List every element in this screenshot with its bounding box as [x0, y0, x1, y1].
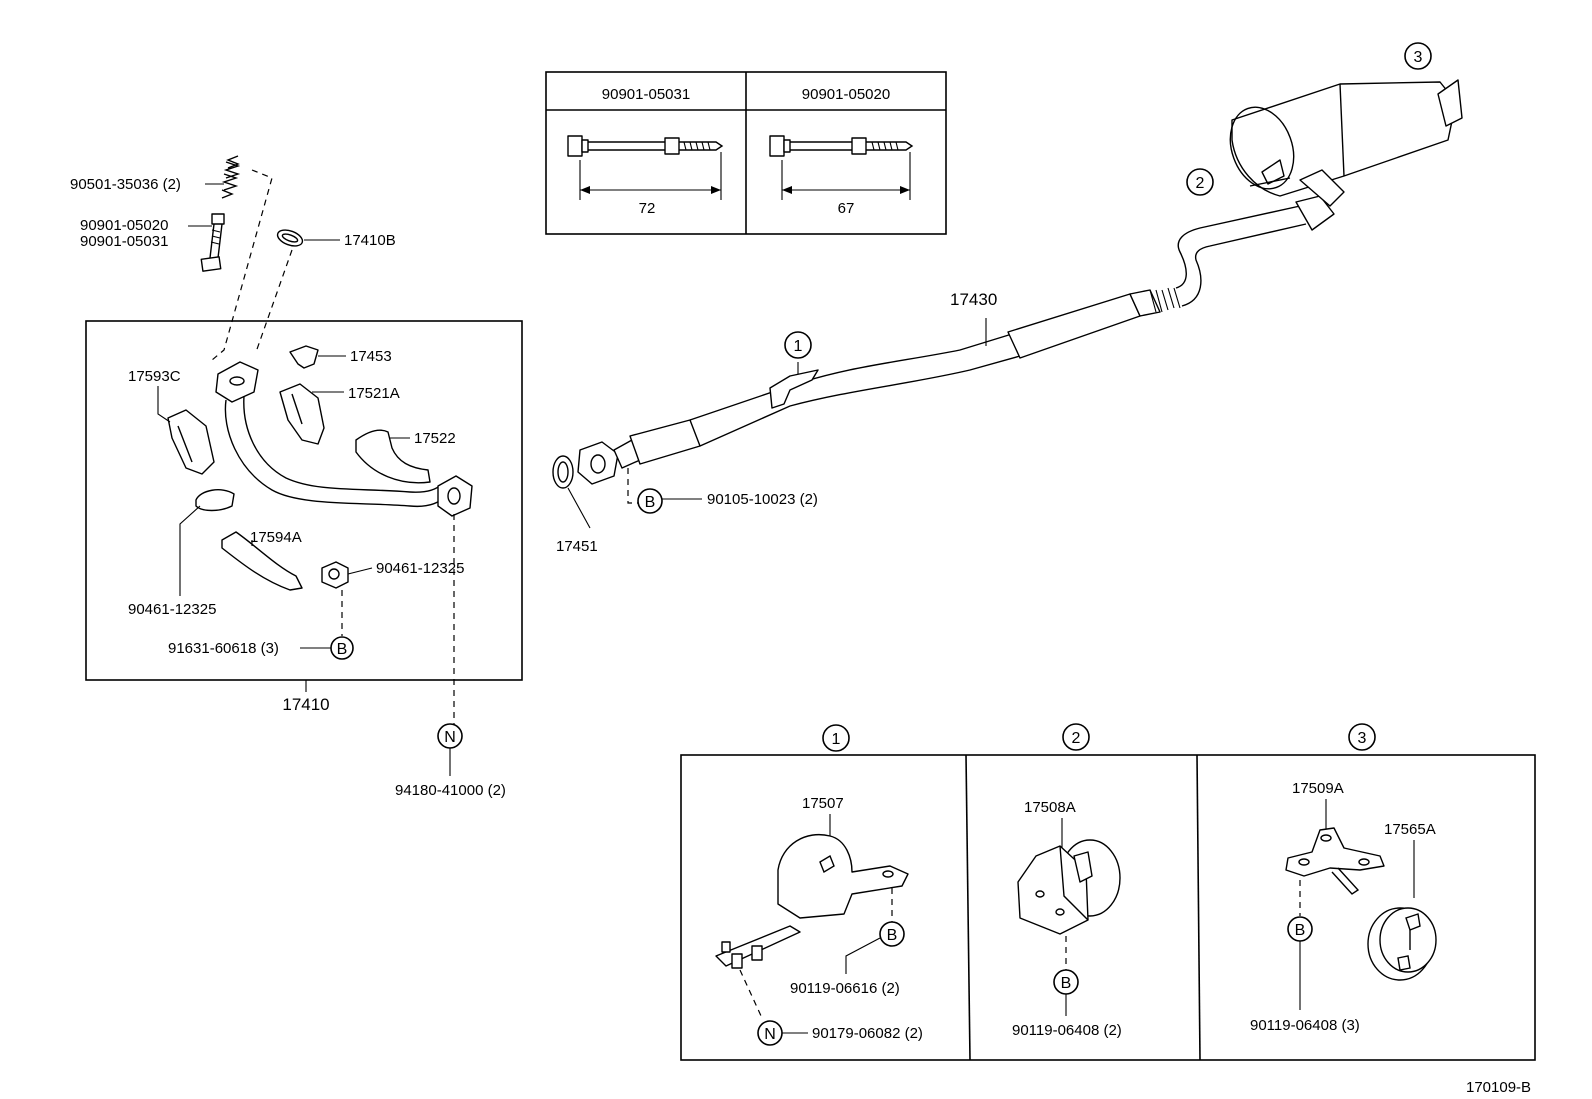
marker-2-pipe-text: 2 [1196, 175, 1205, 192]
marker-1-pipe-text: 1 [794, 338, 803, 355]
bracket-17509a [1285, 799, 1385, 916]
marker-2-pipe [1186, 168, 1214, 196]
bolt-67-length: 67 [838, 200, 855, 217]
label-17430: 17430 [950, 290, 997, 309]
table-bolt-left-part: 90901-05031 [602, 86, 690, 103]
marker-1-detail [822, 724, 850, 752]
front-exhaust-pipe [215, 361, 473, 517]
marker-n-90179-text: N [764, 1026, 776, 1043]
marker-b-90119-06408-3-text: B [1295, 922, 1306, 939]
clamp-90461-left [179, 489, 235, 596]
diagram-code: 170109-B [1466, 1079, 1531, 1096]
hanger-detail-box [680, 754, 1536, 1061]
marker-2-detail-text: 2 [1072, 730, 1081, 747]
label-90461-12325-right: 90461-12325 [376, 560, 464, 577]
label-90501-35036: 90501-35036 (2) [70, 176, 181, 193]
tail-muffler [1229, 79, 1463, 207]
bolt-67-drawing [769, 135, 914, 200]
label-90461-12325-left: 90461-12325 [128, 601, 216, 618]
heat-insulator-17593c [157, 386, 215, 475]
gasket-17410b [255, 229, 340, 353]
heat-insulator-17522 [355, 429, 431, 484]
label-94180-41000: 94180-41000 (2) [395, 782, 506, 799]
label-90119-06408-3: 90119-06408 (3) [1250, 1017, 1360, 1034]
marker-b-90119-06616 [879, 921, 905, 947]
label-17522: 17522 [414, 430, 456, 447]
label-17410: 17410 [282, 695, 329, 714]
marker-3-muffler [1404, 42, 1432, 70]
label-90179-06082: 90179-06082 (2) [812, 1025, 923, 1042]
label-17451: 17451 [556, 538, 598, 555]
bolt-72-drawing [567, 135, 724, 200]
hanger-17508a [1017, 818, 1121, 970]
marker-n-94180-text: N [444, 729, 456, 746]
marker-3-detail-text: 3 [1358, 730, 1367, 747]
marker-b-90105-text: B [645, 494, 656, 511]
label-17453: 17453 [350, 348, 392, 365]
marker-3-detail [1348, 723, 1376, 751]
label-17593c: 17593C [128, 368, 181, 385]
label-17507: 17507 [802, 795, 844, 812]
clamp-90461-right [321, 561, 373, 636]
label-17410b: 17410B [344, 232, 396, 249]
label-91631-60618: 91631-60618 (3) [168, 640, 279, 657]
label-17508a: 17508A [1024, 799, 1076, 816]
label-90119-06616: 90119-06616 (2) [790, 980, 900, 997]
heat-insulator-17453 [289, 345, 346, 369]
bolt-72-length: 72 [639, 200, 656, 217]
heat-insulator-17521a [279, 383, 344, 445]
center-exhaust-pipe [577, 195, 1335, 485]
gasket-17451 [552, 455, 591, 529]
label-90901-05031-left: 90901-05031 [80, 233, 168, 250]
marker-b-90119-06616-text: B [887, 927, 898, 944]
marker-3-muffler-text: 3 [1414, 49, 1423, 66]
marker-2-detail [1062, 723, 1090, 751]
label-17521a: 17521A [348, 385, 400, 402]
insulator-17565a [1367, 840, 1437, 981]
marker-1-detail-text: 1 [832, 731, 841, 748]
spring-and-bolt [200, 155, 273, 361]
label-17594a: 17594A [250, 529, 302, 546]
label-17565a: 17565A [1384, 821, 1436, 838]
hanger-17507 [715, 814, 909, 1019]
heat-insulator-17594a [221, 531, 303, 591]
front-pipe-assembly-box [85, 320, 523, 681]
marker-b-90105 [637, 488, 663, 514]
marker-b-91631-text: B [337, 641, 348, 658]
marker-b-90119-06408-2-text: B [1061, 975, 1072, 992]
label-90119-06408-2: 90119-06408 (2) [1012, 1022, 1122, 1039]
label-90901-05020-left: 90901-05020 [80, 217, 168, 234]
table-bolt-right-part: 90901-05020 [802, 86, 890, 103]
bolt-table: 90901-05031 90901-05020 72 [545, 71, 947, 235]
marker-1-pipe [784, 331, 812, 359]
label-17509a: 17509A [1292, 780, 1344, 797]
label-90105-10023: 90105-10023 (2) [707, 491, 818, 508]
